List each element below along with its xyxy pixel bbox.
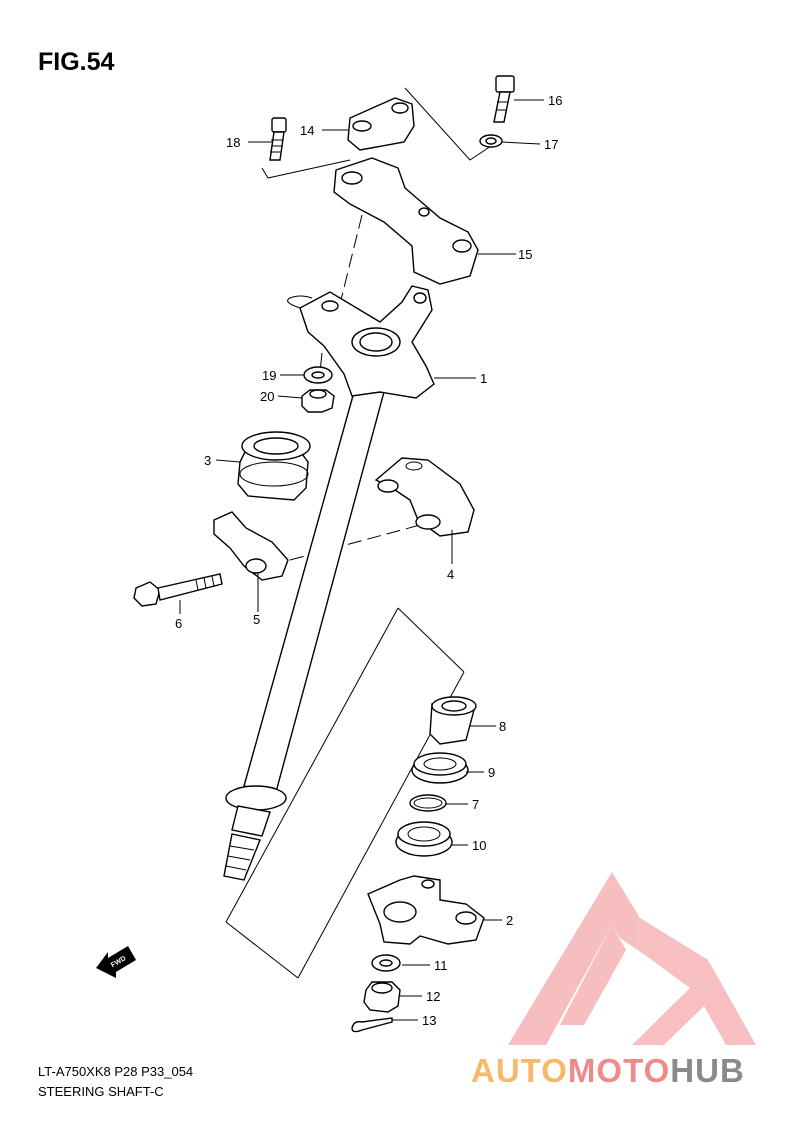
part-3-seal — [237, 431, 311, 501]
callout-10: 10 — [472, 838, 486, 853]
callout-5: 5 — [253, 612, 260, 627]
callout-8: 8 — [499, 719, 506, 734]
fwd-arrow-icon: FWD — [96, 946, 136, 978]
part-12-nut — [363, 981, 401, 1013]
callout-7: 7 — [472, 797, 479, 812]
callout-9: 9 — [488, 765, 495, 780]
figure-code: LT-A750XK8 P28 P33_054 — [38, 1064, 194, 1079]
part-1-steering-shaft — [223, 285, 435, 881]
callout-17: 17 — [544, 137, 558, 152]
part-11-washer — [371, 954, 401, 972]
callout-3: 3 — [204, 453, 211, 468]
callout-13: 13 — [422, 1013, 436, 1028]
part-14-upper-holder — [347, 97, 415, 151]
callout-1: 1 — [480, 371, 487, 386]
part-15-lower-holder — [333, 157, 479, 285]
callouts — [179, 99, 544, 1021]
callout-19: 19 — [262, 368, 276, 383]
callout-14: 14 — [300, 123, 314, 138]
part-10-seal — [395, 821, 453, 857]
callout-20: 20 — [260, 389, 274, 404]
callout-6: 6 — [175, 616, 182, 631]
part-4-holder — [374, 457, 475, 537]
watermark-logo-mark — [508, 872, 756, 1045]
callout-18: 18 — [226, 135, 240, 150]
callout-12: 12 — [426, 989, 440, 1004]
watermark-part-hub: HUB — [670, 1052, 745, 1089]
callout-16: 16 — [548, 93, 562, 108]
part-2-steering-arm — [367, 875, 485, 945]
figure-title: FIG.54 — [38, 48, 115, 76]
part-17-washer — [479, 134, 503, 148]
callout-4: 4 — [447, 567, 454, 582]
part-6-bolt — [133, 573, 223, 607]
part-19-washer — [303, 366, 333, 384]
part-8-bushing — [429, 696, 477, 745]
watermark-part-moto: MOTO — [567, 1052, 671, 1089]
part-13-cotter-pin — [351, 1017, 393, 1033]
callout-labels: 14 18 16 17 15 1 19 20 3 4 6 5 8 9 7 10 … — [175, 93, 562, 1028]
part-16-bolt — [493, 75, 515, 123]
callout-2: 2 — [506, 913, 513, 928]
part-9-bearing — [411, 752, 469, 784]
part-18-bolt — [269, 117, 287, 161]
watermark-part-auto: AUTO — [471, 1052, 568, 1089]
part-20-nut — [301, 389, 335, 413]
callout-15: 15 — [518, 247, 532, 262]
watermark-text: AUTOMOTOHUB — [471, 1052, 745, 1090]
part-5-holder — [213, 511, 289, 581]
callout-11: 11 — [434, 958, 448, 973]
part-7-o-ring — [409, 794, 447, 812]
figure-name: STEERING SHAFT-C — [38, 1084, 164, 1099]
